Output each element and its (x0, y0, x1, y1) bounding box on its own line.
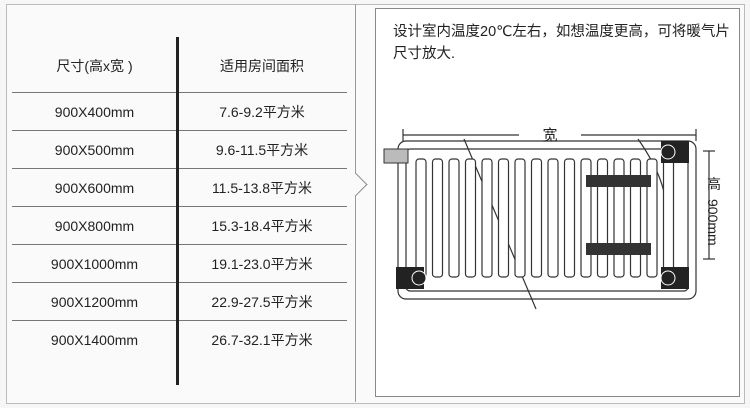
valve-icon (383, 148, 409, 164)
radiator-fin (563, 158, 576, 278)
diagram-panel: 设计室内温度20℃左右，如想温度更高，可将暖气片尺寸放大. 宽 高 900mm (375, 8, 740, 397)
area-cell: 15.3-18.4平方米 (211, 217, 313, 234)
area-cell: 26.7-32.1平方米 (211, 331, 313, 348)
temperature-note: 设计室内温度20℃左右，如想温度更高，可将暖气片尺寸放大. (393, 24, 730, 62)
wall-bracket (586, 175, 651, 255)
radiator-fin (415, 158, 427, 278)
table-row: 900X500mm 9.6-11.5平方米 (12, 131, 347, 169)
table-column-divider (176, 37, 179, 385)
area-cell: 19.1-23.0平方米 (211, 255, 313, 272)
size-cell: 900X400mm (54, 103, 135, 120)
area-cell: 22.9-27.5平方米 (211, 293, 313, 310)
area-cell: 9.6-11.5平方米 (215, 141, 309, 158)
panel-divider (355, 4, 356, 402)
radiator-outline (397, 140, 697, 300)
header-size: 尺寸(高x宽 ) (56, 58, 133, 74)
radiator-fin (530, 158, 543, 278)
height-label: 高 (707, 176, 721, 192)
area-cell: 7.6-9.2平方米 (219, 103, 305, 120)
size-cell: 900X500mm (54, 141, 135, 158)
size-table: 尺寸(高x宽 ) 适用房间面积 900X400mm 7.6-9.2平方米 900X… (12, 40, 347, 358)
radiator-fin (464, 158, 477, 278)
radiator-fin (514, 158, 526, 278)
area-cell: 11.5-13.8平方米 (211, 179, 313, 196)
radiator-fin (431, 158, 444, 278)
size-cell: 900X600mm (54, 179, 135, 196)
header-area: 适用房间面积 (220, 58, 304, 74)
table-row: 900X800mm 15.3-18.4平方米 (12, 207, 347, 245)
radiator-fin (547, 158, 559, 278)
radiator-fin (662, 158, 675, 278)
table-row: 900X1200mm 22.9-27.5平方米 (12, 283, 347, 321)
table-row: 900X600mm 11.5-13.8平方米 (12, 169, 347, 207)
radiator-diagram: 宽 高 900mm (383, 127, 721, 310)
size-cell: 900X1000mm (50, 255, 139, 272)
height-value: 900mm (705, 199, 721, 246)
table-row: 900X1000mm 19.1-23.0平方米 (12, 245, 347, 283)
size-cell: 900X800mm (54, 217, 135, 234)
table-row: 900X1400mm 26.7-32.1平方米 (12, 321, 347, 358)
width-label: 宽 (542, 127, 557, 144)
radiator-fin (497, 158, 510, 278)
table-row: 900X400mm 7.6-9.2平方米 (12, 93, 347, 131)
radiator-fin (448, 158, 460, 278)
size-cell: 900X1200mm (50, 293, 139, 310)
table-header: 尺寸(高x宽 ) 适用房间面积 (12, 40, 347, 93)
radiator-fin (481, 158, 493, 278)
size-cell: 900X1400mm (50, 331, 139, 348)
